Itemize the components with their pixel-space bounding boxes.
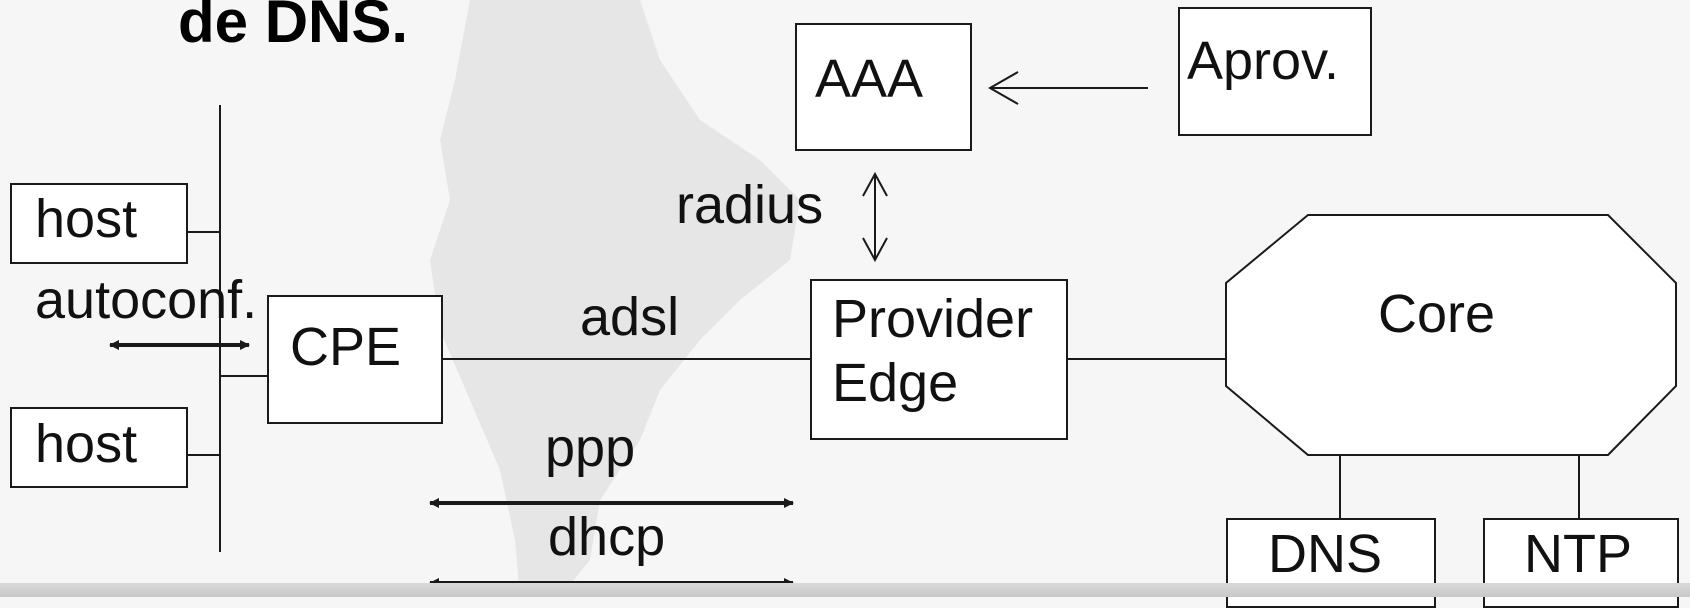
ntp-label: NTP	[1524, 524, 1632, 584]
provider-edge-box	[810, 279, 1068, 440]
radius-arrow-head-down	[862, 237, 888, 263]
aprov-box	[1178, 7, 1372, 136]
autoconf-label: autoconf.	[35, 270, 258, 330]
dhcp-label: dhcp	[548, 507, 666, 567]
cpe-label: CPE	[290, 317, 402, 377]
host-bottom-box	[10, 407, 188, 488]
aprov-to-aaa-head	[987, 71, 1019, 105]
adsl-label: adsl	[580, 287, 680, 347]
host-top-label: host	[35, 189, 138, 249]
radius-label: radius	[676, 175, 824, 235]
slide-title-fragment: de DNS.	[178, 0, 409, 55]
aaa-box	[795, 23, 972, 151]
host-bottom-label: host	[35, 414, 138, 474]
ppp-label: ppp	[545, 418, 636, 478]
slide-footer-band	[0, 583, 1690, 597]
core-label: Core	[1378, 284, 1496, 344]
dns-label: DNS	[1268, 524, 1383, 584]
host-top-box	[10, 183, 188, 264]
aprov-label: Aprov.	[1187, 31, 1340, 91]
radius-arrow-head-up	[862, 171, 888, 197]
provider-edge-label-line2: Edge	[832, 353, 959, 413]
aaa-label: AAA	[815, 49, 924, 109]
cpe-box	[267, 295, 443, 424]
provider-edge-label-line1: Provider	[832, 289, 1034, 349]
core-octagon	[1225, 214, 1677, 456]
